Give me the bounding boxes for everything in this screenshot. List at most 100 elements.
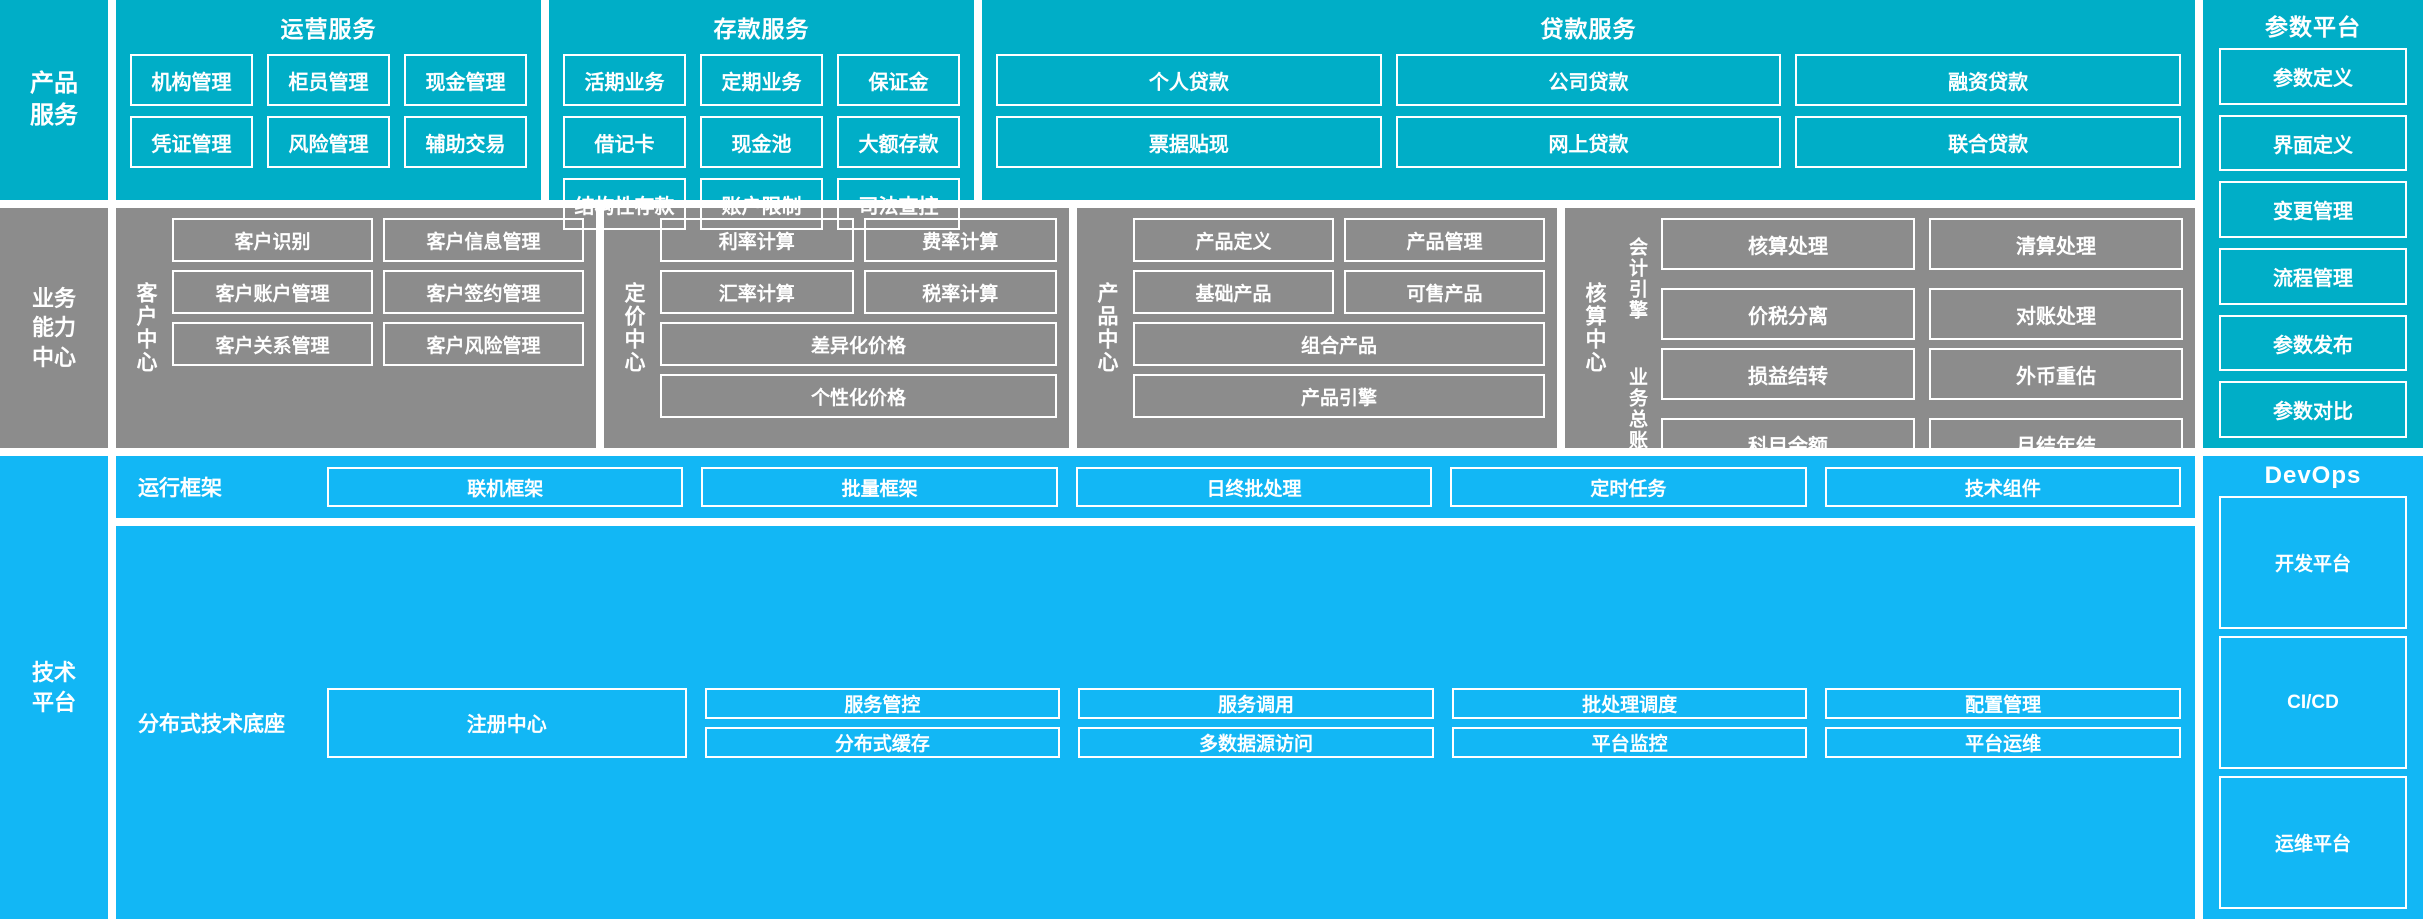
tech-box-scheduled-task[interactable]: 定时任务 — [1450, 467, 1807, 507]
service-box-margin-deposit[interactable]: 保证金 — [837, 54, 960, 106]
tech-box-service-governance[interactable]: 服务管控 — [704, 687, 1061, 719]
service-box-time-deposit[interactable]: 定期业务 — [700, 54, 823, 106]
service-box-large-deposit[interactable]: 大额存款 — [837, 116, 960, 168]
service-box-joint-loan[interactable]: 联合贷款 — [1795, 116, 2182, 168]
capability-box-differential-price[interactable]: 差异化价格 — [660, 322, 1057, 366]
rail-title-parameter-platform: 参数平台 — [2265, 14, 2361, 40]
accounting-engine-row-1: 核算处理 清算处理 — [1661, 218, 2183, 270]
capability-box-product-engine[interactable]: 产品引擎 — [1133, 374, 1545, 418]
capability-box-customer-identify[interactable]: 客户识别 — [172, 218, 373, 262]
capability-box-price-tax-separation[interactable]: 价税分离 — [1661, 288, 1915, 340]
service-box-corporate-loan[interactable]: 公司贷款 — [1395, 54, 1782, 106]
service-box-financing-loan[interactable]: 融资贷款 — [1795, 54, 2182, 106]
pricing-row-1: 利率计算 费率计算 — [660, 218, 1057, 262]
devops-box-ops-platform[interactable]: 运维平台 — [2219, 776, 2407, 909]
center-label-pricing: 定价中心 — [622, 282, 646, 374]
loan-row-1: 个人贷款 公司贷款 融资贷款 — [996, 54, 2182, 106]
capability-box-exchange-rate-calc[interactable]: 汇率计算 — [660, 270, 854, 314]
param-box-change-mgmt[interactable]: 变更管理 — [2219, 181, 2407, 239]
product-center-row-3: 组合产品 — [1133, 322, 1545, 366]
capability-box-personalized-price[interactable]: 个性化价格 — [660, 374, 1057, 418]
tech-strip-distributed-base: 分布式技术底座 注册中心 服务管控 分布式缓存 服务调用 多数据源访问 批处理调… — [116, 526, 2195, 919]
capability-box-sellable-product[interactable]: 可售产品 — [1344, 270, 1545, 314]
capability-box-customer-info-mgmt[interactable]: 客户信息管理 — [383, 218, 584, 262]
capability-box-customer-contract-mgmt[interactable]: 客户签约管理 — [383, 270, 584, 314]
center-label-accounting: 核算中心 — [1583, 282, 1607, 374]
service-box-voucher-mgmt[interactable]: 凭证管理 — [130, 116, 253, 168]
center-label-customer: 客户中心 — [134, 282, 158, 374]
capability-box-fee-rate-calc[interactable]: 费率计算 — [863, 218, 1057, 262]
tech-box-multi-datasource-access[interactable]: 多数据源访问 — [1078, 726, 1434, 758]
tech-box-batch-framework[interactable]: 批量框架 — [701, 467, 1058, 507]
param-box-compare[interactable]: 参数对比 — [2219, 381, 2407, 439]
capability-box-customer-relation-mgmt[interactable]: 客户关系管理 — [172, 322, 373, 366]
param-box-definition[interactable]: 参数定义 — [2219, 48, 2407, 105]
service-box-demand-deposit[interactable]: 活期业务 — [563, 54, 686, 106]
tech-box-registry-center[interactable]: 注册中心 — [327, 687, 687, 758]
center-accounting: 核算中心 会计引擎 核算处理 清算处理 价税分离 对账处理 — [1565, 208, 2195, 470]
tech-box-config-mgmt[interactable]: 配置管理 — [1825, 687, 2181, 719]
param-box-process-mgmt[interactable]: 流程管理 — [2219, 248, 2407, 305]
band-label-business-capability-text: 业务 能力 中心 — [32, 284, 76, 371]
capability-box-tax-rate-calc[interactable]: 税率计算 — [863, 270, 1057, 314]
tech-box-platform-ops[interactable]: 平台运维 — [1825, 726, 2181, 758]
service-box-structured-deposit[interactable]: 结构性存款 — [563, 178, 686, 230]
service-box-personal-loan[interactable]: 个人贷款 — [996, 54, 1382, 106]
service-box-bill-discount[interactable]: 票据贴现 — [996, 116, 1382, 168]
service-box-account-restriction[interactable]: 账户限制 — [700, 178, 823, 230]
accounting-sublabel-ledger: 业务总账 — [1625, 367, 1647, 451]
accounting-engine-row-2: 价税分离 对账处理 — [1661, 288, 2183, 340]
tech-box-eod-batch[interactable]: 日终批处理 — [1075, 467, 1433, 507]
service-box-debit-card[interactable]: 借记卡 — [563, 116, 686, 168]
capability-box-interest-rate-calc[interactable]: 利率计算 — [660, 218, 854, 262]
operation-row-2: 凭证管理 风险管理 辅助交易 — [130, 116, 527, 168]
accounting-engine-grid: 核算处理 清算处理 价税分离 对账处理 — [1661, 218, 2183, 340]
tech-box-platform-monitoring[interactable]: 平台监控 — [1451, 726, 1808, 758]
service-box-teller-mgmt[interactable]: 柜员管理 — [267, 54, 390, 106]
service-box-online-loan[interactable]: 网上贷款 — [1395, 116, 1782, 168]
band-label-business-capability: 业务 能力 中心 — [0, 208, 108, 448]
service-box-cash-pool[interactable]: 现金池 — [700, 116, 823, 168]
capability-box-accounting-process[interactable]: 核算处理 — [1661, 218, 1915, 270]
devops-box-cicd[interactable]: CI/CD — [2219, 636, 2407, 769]
tech-box-service-invocation[interactable]: 服务调用 — [1078, 687, 1434, 719]
center-label-product: 产品中心 — [1095, 282, 1119, 374]
customer-row-1: 客户识别 客户信息管理 — [172, 218, 584, 262]
tech-box-batch-scheduling[interactable]: 批处理调度 — [1451, 687, 1808, 719]
tech-box-online-framework[interactable]: 联机框架 — [327, 467, 684, 507]
center-body-customer: 客户识别 客户信息管理 客户账户管理 客户签约管理 客户关系管理 客户风险管理 — [172, 218, 584, 438]
capability-box-customer-risk-mgmt[interactable]: 客户风险管理 — [383, 322, 584, 366]
capability-box-settlement-process[interactable]: 清算处理 — [1929, 218, 2183, 270]
deposit-row-3: 结构性存款 账户限制 司法查控 — [563, 178, 960, 230]
devops-box-dev-platform[interactable]: 开发平台 — [2219, 496, 2407, 629]
accounting-sublabel-engine: 会计引擎 — [1625, 237, 1647, 321]
center-body-pricing: 利率计算 费率计算 汇率计算 税率计算 差异化价格 个性化价格 — [660, 218, 1057, 438]
capability-box-fx-revaluation[interactable]: 外币重估 — [1929, 348, 2183, 400]
tech-box-distributed-cache[interactable]: 分布式缓存 — [704, 726, 1061, 758]
center-customer: 客户中心 客户识别 客户信息管理 客户账户管理 客户签约管理 客户关系管理 客户… — [116, 208, 596, 448]
capability-box-pnl-carryover[interactable]: 损益结转 — [1661, 348, 1915, 400]
capability-box-customer-account-mgmt[interactable]: 客户账户管理 — [172, 270, 373, 314]
capability-label-line-2: 能力 — [31, 315, 76, 341]
service-box-risk-mgmt[interactable]: 风险管理 — [267, 116, 390, 168]
service-box-cash-mgmt[interactable]: 现金管理 — [404, 54, 527, 106]
service-box-org-mgmt[interactable]: 机构管理 — [130, 54, 253, 106]
capability-box-product-mgmt[interactable]: 产品管理 — [1344, 218, 1545, 262]
group-loan-services: 贷款服务 个人贷款 公司贷款 融资贷款 票据贴现 网上贷款 联合贷款 — [982, 0, 2195, 200]
band-label-product-services-text: 产品 服务 — [30, 68, 78, 131]
product-center-row-2: 基础产品 可售产品 — [1133, 270, 1545, 314]
param-box-publish[interactable]: 参数发布 — [2219, 314, 2407, 372]
service-box-aux-transaction[interactable]: 辅助交易 — [404, 116, 527, 168]
service-box-judicial-control[interactable]: 司法查控 — [837, 178, 960, 230]
tech-box-tech-components[interactable]: 技术组件 — [1824, 467, 2182, 507]
capability-box-reconciliation-process[interactable]: 对账处理 — [1929, 288, 2183, 340]
tech-label-line-1: 技术 — [31, 660, 76, 686]
group-deposit-services: 存款服务 活期业务 定期业务 保证金 借记卡 现金池 大额存款 结构性存款 账户… — [549, 0, 974, 230]
capability-box-product-definition[interactable]: 产品定义 — [1133, 218, 1334, 262]
capability-box-base-product[interactable]: 基础产品 — [1133, 270, 1334, 314]
param-box-ui-definition[interactable]: 界面定义 — [2219, 114, 2407, 172]
group-operation-services: 运营服务 机构管理 柜员管理 现金管理 凭证管理 风险管理 辅助交易 — [116, 0, 541, 200]
loan-row-2: 票据贴现 网上贷款 联合贷款 — [996, 116, 2182, 168]
base-column-2: 服务调用 多数据源访问 — [1078, 687, 1434, 758]
capability-box-bundle-product[interactable]: 组合产品 — [1133, 322, 1545, 366]
